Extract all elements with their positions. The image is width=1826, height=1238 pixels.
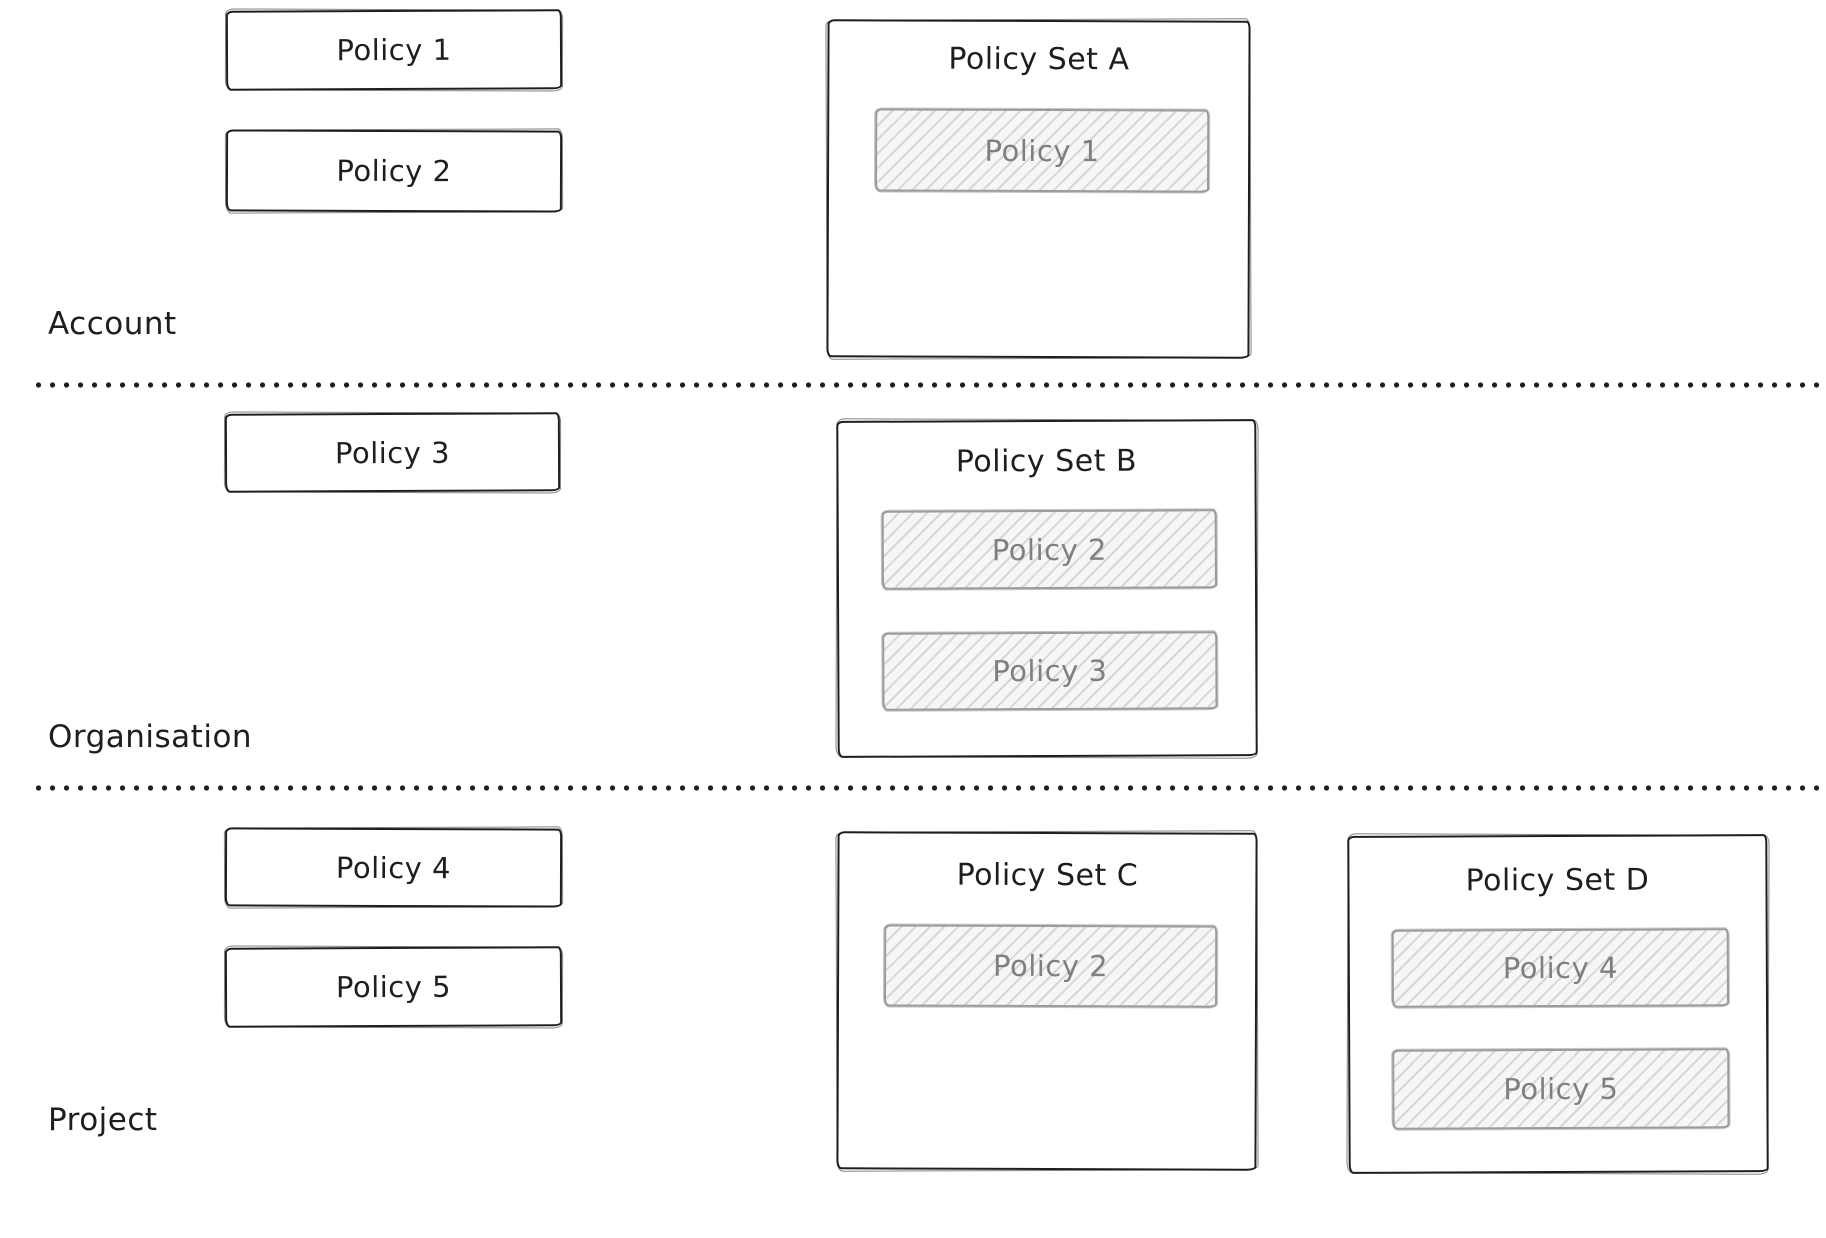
policy-label: Policy 2: [336, 153, 452, 189]
policy-set-title: Policy Set D: [1465, 862, 1650, 899]
policy-set-member: Policy 2: [883, 924, 1218, 1008]
policy-label: Policy 5: [1503, 1071, 1619, 1107]
policy-label: Policy 2: [991, 532, 1107, 567]
tier-divider: [36, 382, 1826, 388]
policy-set-title: Policy Set C: [956, 857, 1139, 894]
policy-set-title: Policy Set B: [955, 443, 1138, 480]
policy-box-5: Policy 5: [224, 946, 563, 1028]
policy-label: Policy 4: [1502, 950, 1618, 986]
policy-set-member: Policy 2: [881, 509, 1218, 590]
policy-label: Policy 5: [335, 969, 452, 1005]
policy-set-d: Policy Set D Policy 4 Policy 5: [1347, 834, 1769, 1174]
tier-label-organisation: Organisation: [48, 719, 253, 755]
policy-label: Policy 1: [336, 32, 452, 68]
policy-label: Policy 4: [335, 850, 452, 885]
tier-divider: [36, 785, 1826, 791]
policy-set-member: Policy 4: [1391, 928, 1730, 1008]
policy-box-2: Policy 2: [225, 129, 563, 213]
policy-set-member: Policy 5: [1392, 1048, 1730, 1130]
policy-label: Policy 3: [992, 653, 1108, 689]
policy-set-c: Policy Set C Policy 2: [836, 831, 1258, 1171]
policy-set-a: Policy Set A Policy 1: [826, 19, 1251, 359]
policy-label: Policy 1: [984, 133, 1100, 168]
policy-set-member: Policy 1: [874, 108, 1210, 193]
tier-label-project: Project: [48, 1102, 158, 1138]
policy-label: Policy 3: [334, 435, 451, 470]
policy-box-1: Policy 1: [225, 9, 563, 91]
policy-set-title: Policy Set A: [948, 41, 1130, 78]
policy-label: Policy 2: [993, 948, 1109, 984]
policy-set-member: Policy 3: [882, 631, 1218, 711]
policy-set-b: Policy Set B Policy 2 Policy 3: [836, 419, 1258, 758]
tier-label-account: Account: [48, 306, 177, 342]
policy-box-4: Policy 4: [224, 827, 563, 908]
policy-box-3: Policy 3: [224, 412, 561, 493]
